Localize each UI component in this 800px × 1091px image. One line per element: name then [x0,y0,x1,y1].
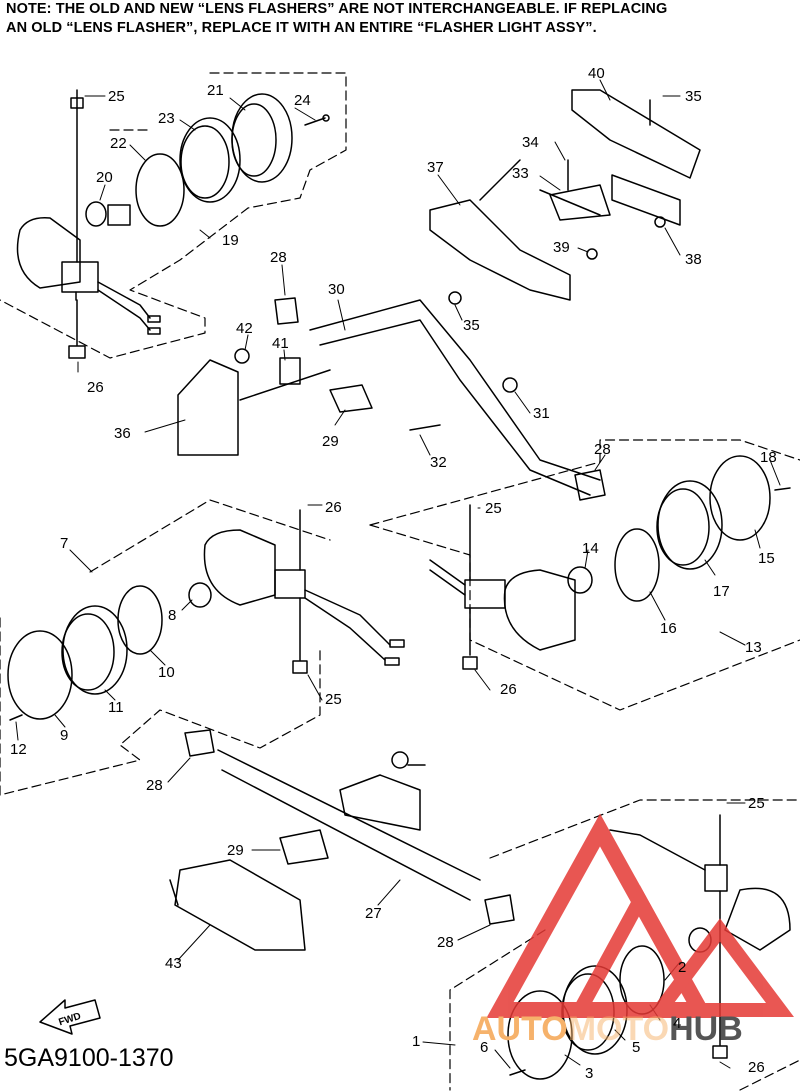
rear-left-flasher-parts [16,89,330,359]
callout-25: 25 [108,88,125,105]
rear-left-flasher-group [0,72,347,359]
callout-6: 6 [480,1039,488,1056]
callout-32: 32 [430,454,447,471]
front-stay-group [169,729,515,951]
callout-22: 22 [110,135,127,152]
note-line-1: NOTE: THE OLD AND NEW “LENS FLASHERS” AR… [6,1,668,17]
front-left-flasher-parts [7,509,405,721]
callout-28c: 28 [146,777,163,794]
leader-lines [15,79,781,1069]
callout-23: 23 [158,110,175,127]
part-code: 5GA9100-1370 [4,1044,174,1072]
rear-right-flasher-group [369,439,800,711]
callout-39: 39 [553,239,570,256]
callout-1: 1 [412,1033,420,1050]
callout-12: 12 [10,741,27,758]
callout-19: 19 [222,232,239,249]
callout-28b: 28 [594,441,611,458]
callout-43: 43 [165,955,182,972]
callout-28: 28 [270,249,287,266]
callout-14: 14 [582,540,599,557]
callout-28d: 28 [437,934,454,951]
note-line-2: AN OLD “LENS FLASHER”, REPLACE IT WITH A… [6,20,597,36]
callout-21: 21 [207,82,224,99]
callout-42: 42 [236,320,253,337]
callout-35: 35 [685,88,702,105]
watermark-part-hub: HUB [669,1010,743,1048]
license-bracket-group [429,89,701,301]
callout-24: 24 [294,92,311,109]
callout-26d: 26 [748,1059,765,1076]
callout-25d: 25 [748,795,765,812]
callout-29: 29 [322,433,339,450]
callout-20: 20 [96,169,113,186]
callout-29b: 29 [227,842,244,859]
rear-right-flasher-parts [429,455,791,670]
callout-41: 41 [272,335,289,352]
callout-13: 13 [745,639,762,656]
callout-25b: 25 [485,500,502,517]
callout-26b: 25 [325,691,342,708]
callout-36: 36 [114,425,131,442]
callout-17: 17 [713,583,730,600]
rear-stay-group [177,291,606,501]
callout-38: 38 [685,251,702,268]
callout-31: 31 [533,405,550,422]
callout-labels: 25 21 24 23 22 20 19 26 40 35 34 33 37 3… [10,65,777,1082]
watermark-text: AUTOMOTOHUB [472,1010,743,1048]
callout-40: 40 [588,65,605,82]
callout-4: 4 [673,1015,681,1032]
callout-10: 10 [158,664,175,681]
callout-5: 5 [632,1039,640,1056]
callout-2: 2 [678,959,686,976]
callout-25c: 26 [325,499,342,516]
callout-26: 26 [87,379,104,396]
callout-16: 16 [660,620,677,637]
callout-26c: 26 [500,681,517,698]
callout-37: 37 [427,159,444,176]
callout-33: 33 [512,165,529,182]
callout-35b: 35 [463,317,480,334]
callout-11: 11 [108,699,124,716]
callout-15: 15 [758,550,775,567]
callout-30: 30 [328,281,345,298]
watermark-logo [486,813,794,1018]
watermark-part-moto: MOTO [568,1010,669,1048]
callout-34: 34 [522,134,539,151]
watermark-part-auto: AUTO [472,1010,568,1048]
front-left-flasher-group [0,499,331,796]
callout-9: 9 [60,727,68,744]
callout-7: 7 [60,535,68,552]
front-right-flasher-group [449,799,800,1091]
callout-18: 18 [760,449,777,466]
fwd-arrow-icon [39,999,101,1035]
callout-27: 27 [365,905,382,922]
callout-8: 8 [168,607,176,624]
header-note: NOTE: THE OLD AND NEW “LENS FLASHERS” AR… [6,0,796,38]
callout-3: 3 [585,1065,593,1082]
